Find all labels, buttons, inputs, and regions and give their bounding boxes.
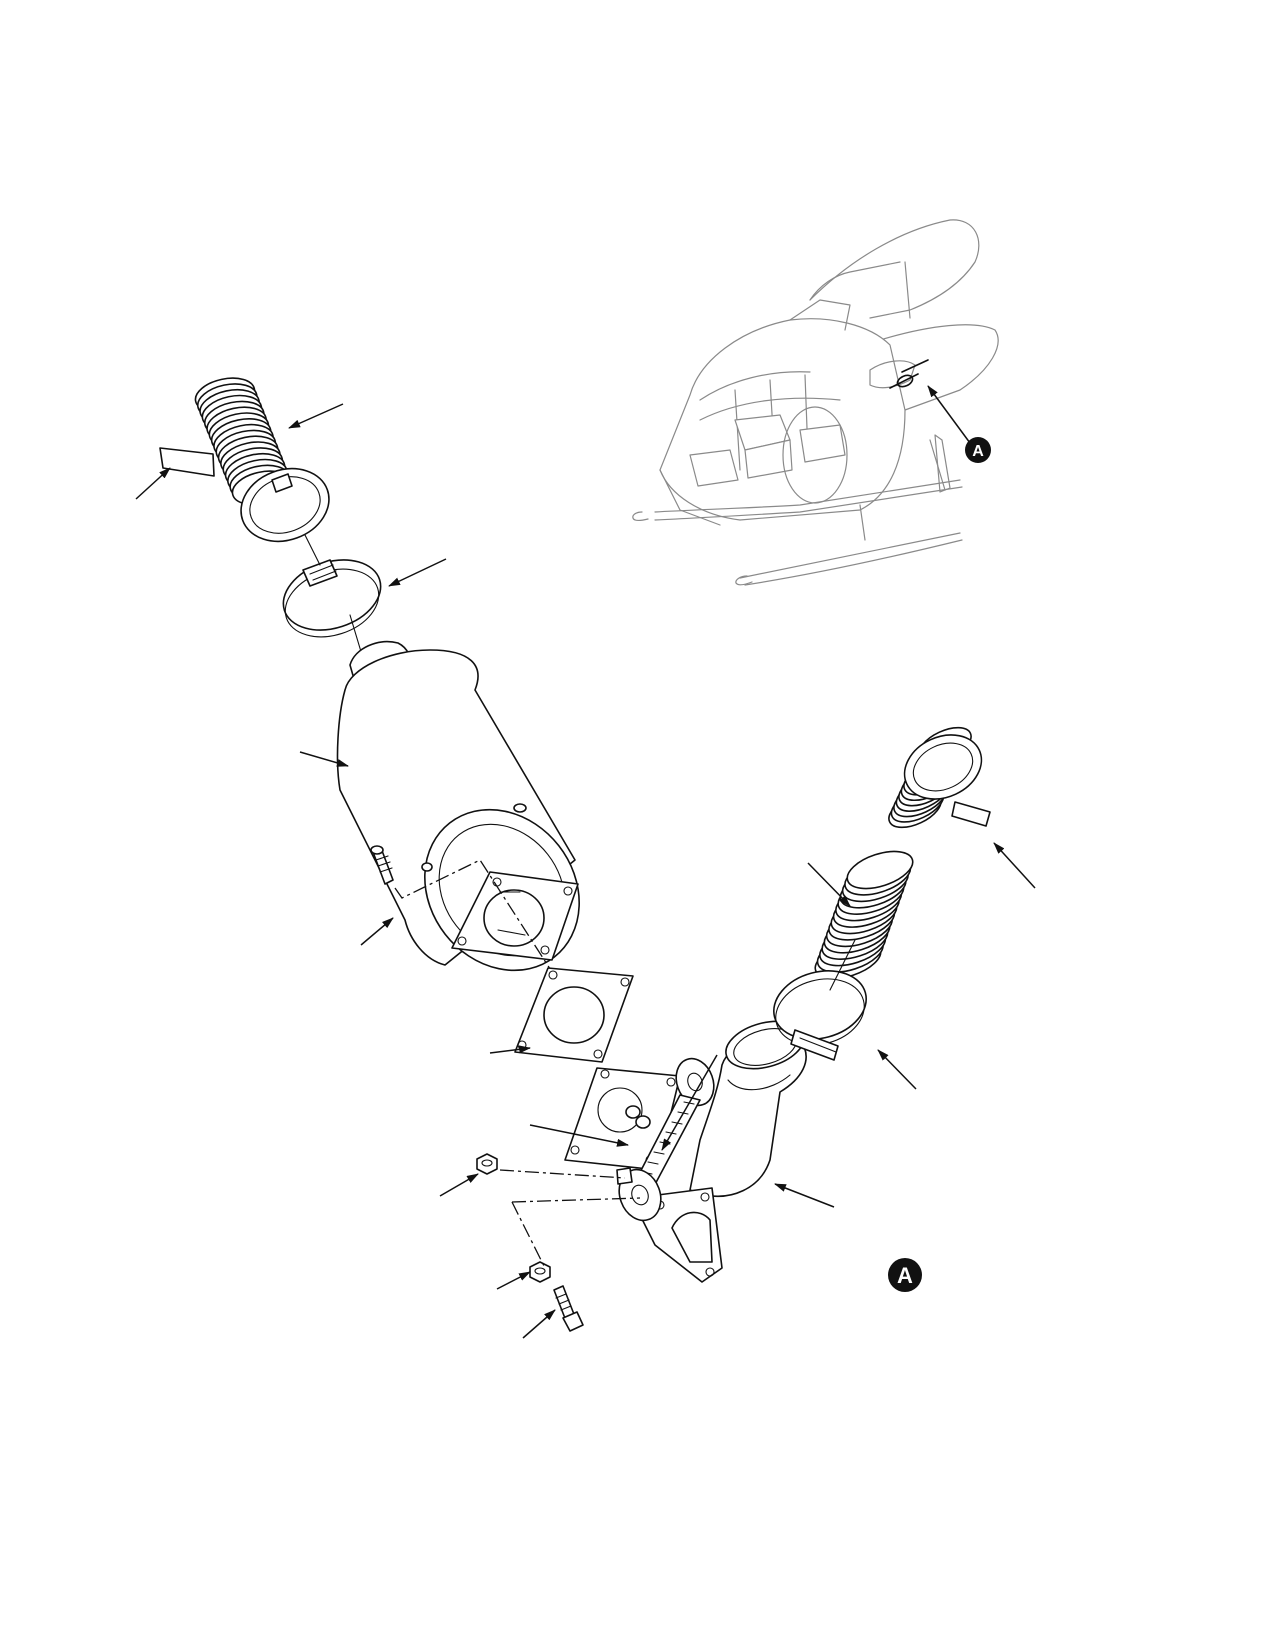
callout-arrows	[135, 403, 1036, 1339]
upper-hose-clamp	[282, 559, 382, 638]
callout-leader-arrow	[927, 385, 971, 444]
hardware-nut-upper	[476, 1153, 498, 1175]
helicopter-locator-view: A	[632, 219, 999, 586]
lower-flexible-duct-outer	[888, 726, 991, 829]
hardware-washer	[529, 1261, 551, 1283]
flange-gasket	[514, 967, 634, 1063]
upper-flexible-duct	[159, 377, 330, 543]
detail-callout-badge: A	[965, 437, 991, 463]
lower-flexible-duct-inner	[814, 850, 914, 980]
detail-callout-letter: A	[972, 443, 984, 460]
detail-view-badge: A	[888, 1258, 922, 1292]
elbow-duct	[639, 1020, 807, 1283]
plate-screws	[625, 1105, 651, 1129]
lower-hose-clamp	[773, 970, 867, 1061]
filter-canister	[336, 641, 580, 972]
canister-mount-bolt	[370, 845, 394, 885]
hardware-bolt	[553, 1285, 584, 1332]
detail-view-letter: A	[897, 1263, 913, 1288]
bellows-ring	[846, 850, 914, 890]
